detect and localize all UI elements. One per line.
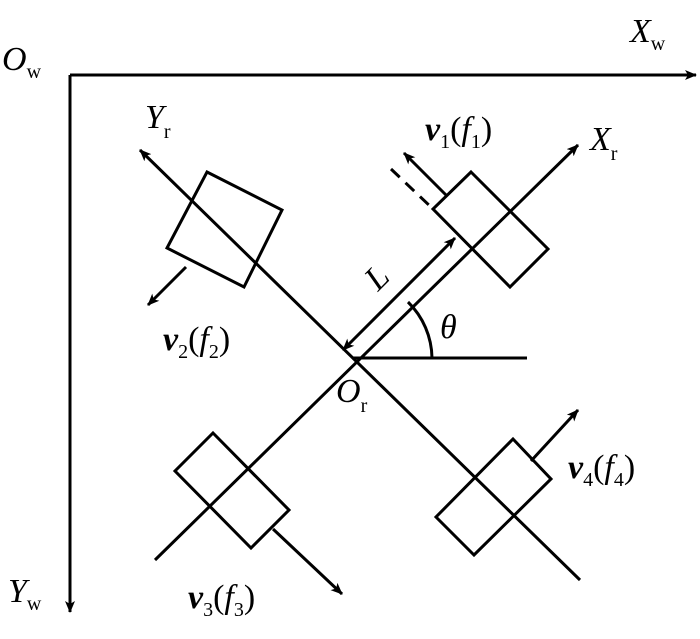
theta-arc [406,300,434,359]
wheel-3-velocity-arrow [271,527,344,596]
wheel-2 [164,169,285,290]
wheel-1-velocity-arrow [402,151,449,198]
angle-label: θ [440,309,457,346]
world-y-label: Yw [8,573,42,615]
world-x-label: Xw [628,13,666,55]
wheel-4-velocity-arrow [529,408,580,463]
wheel-1-dashed-line [389,167,434,210]
length-label: L [357,258,397,298]
wheel-4 [433,436,554,558]
robot-origin-label: Or [336,373,368,417]
wheel-1-label: v1(f1) [425,111,492,153]
wheel-3-label: v3(f3) [188,579,255,621]
robot-x-label: Xr [588,121,618,165]
robot-y-axis [138,148,582,582]
robot-y-label: Yr [145,99,171,143]
length-dimension [341,236,457,352]
robot-x-axis [153,143,580,562]
wheel-2-label: v2(f2) [163,321,230,363]
wheel-3 [172,430,292,551]
wheel-4-label: v4(f4) [568,449,635,491]
world-origin-label: Ow [2,41,42,83]
wheel-2-velocity-arrow [146,265,188,307]
